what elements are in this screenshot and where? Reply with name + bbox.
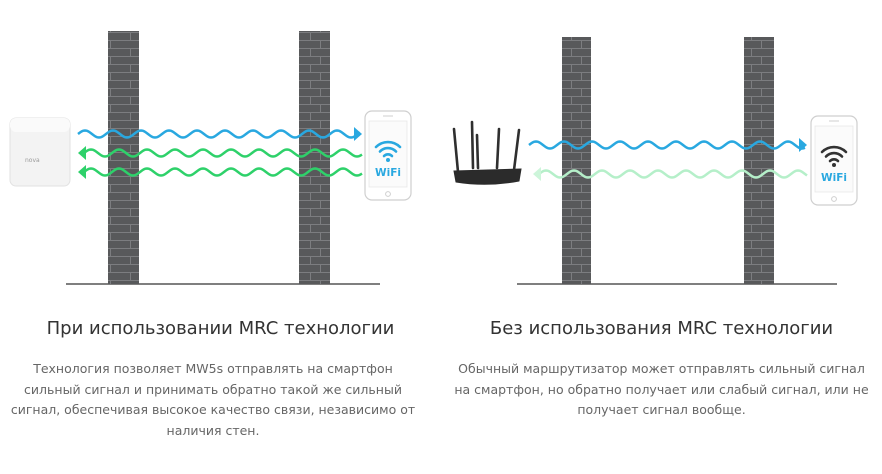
no-mrc-description: Обычный маршрутизатор может отправлять с… bbox=[454, 361, 869, 417]
arrow-head bbox=[354, 127, 362, 141]
brick-wall-icon bbox=[299, 31, 330, 284]
downlink-wave bbox=[528, 140, 806, 150]
nova-logo: nova bbox=[25, 157, 40, 164]
nova-mesh-unit-icon: nova bbox=[9, 117, 71, 187]
weak-uplink-wave bbox=[538, 169, 808, 179]
no-mrc-heading: Без использования MRC технологии bbox=[489, 318, 834, 339]
no-mrc-panel: WiFi Без использования MRC технологии Об… bbox=[441, 0, 882, 474]
brick-wall-icon bbox=[562, 37, 591, 284]
mrc-panel: nova WiFi При использовании MRC технолог… bbox=[9, 31, 416, 438]
wifi-label: WiFi bbox=[375, 167, 401, 179]
uplink-wave bbox=[83, 167, 363, 177]
no-mrc-illustration: WiFi bbox=[452, 37, 858, 285]
mrc-illustration: nova WiFi bbox=[9, 31, 412, 285]
smartphone-icon: WiFi bbox=[810, 115, 858, 206]
arrow-head bbox=[799, 138, 807, 152]
wifi-label: WiFi bbox=[821, 172, 847, 184]
arrow-head bbox=[533, 167, 541, 181]
uplink-wave bbox=[83, 148, 363, 158]
arrow-head bbox=[78, 165, 86, 179]
arrow-head bbox=[78, 146, 86, 160]
wifi-icon bbox=[374, 140, 402, 158]
downlink-wave bbox=[77, 129, 361, 139]
brick-wall-icon bbox=[744, 37, 774, 284]
mrc-description: Технология позволяет MW5s отправлять на … bbox=[10, 361, 416, 438]
wifi-icon bbox=[820, 145, 848, 163]
router-icon bbox=[452, 120, 522, 185]
mrc-heading: При использовании MRC технологии bbox=[46, 318, 395, 339]
smartphone-icon: WiFi bbox=[364, 110, 412, 201]
